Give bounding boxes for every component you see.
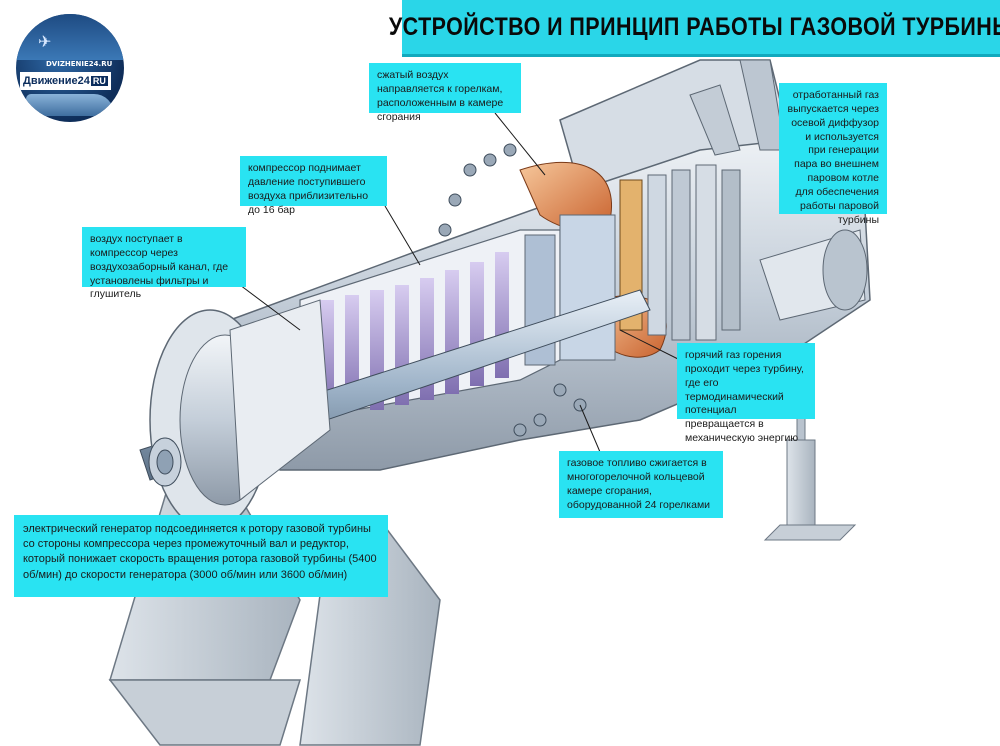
logo-brand-suffix: RU [90, 76, 108, 86]
callout-compressor: компрессор поднимает давление поступивше… [240, 156, 387, 216]
callout-air-to-burners: сжатый воздух направляется к горелкам, р… [369, 63, 521, 123]
callout-hot-gas: горячий газ горения проходит через турби… [677, 343, 815, 444]
page-title: УСТРОЙСТВО И ПРИНЦИП РАБОТЫ ГАЗОВОЙ ТУРБ… [388, 12, 1000, 41]
support-stand-rear [763, 289, 857, 541]
logo-brand-name: Движение24 [23, 75, 90, 87]
callout-air-intake: воздух поступает в компрессор через возд… [82, 227, 246, 300]
callout-fuel-combustion: газовое топливо сжигается в многогорелоч… [559, 451, 723, 518]
airplane-icon: ✈ [38, 34, 52, 51]
train-icon [26, 94, 114, 116]
callout-exhaust-gas: отработанный газ выпускается через осево… [779, 83, 887, 226]
air-intake [149, 299, 331, 531]
burners [438, 143, 587, 437]
page-title-banner: УСТРОЙСТВО И ПРИНЦИП РАБОТЫ ГАЗОВОЙ ТУРБ… [389, 0, 1000, 57]
callout-generator: электрический генератор подсоединяется к… [14, 515, 388, 597]
logo-site-url: DVIZHENIE24.RU [46, 60, 113, 68]
logo-sky [16, 14, 124, 60]
coupling-flange [148, 437, 182, 487]
